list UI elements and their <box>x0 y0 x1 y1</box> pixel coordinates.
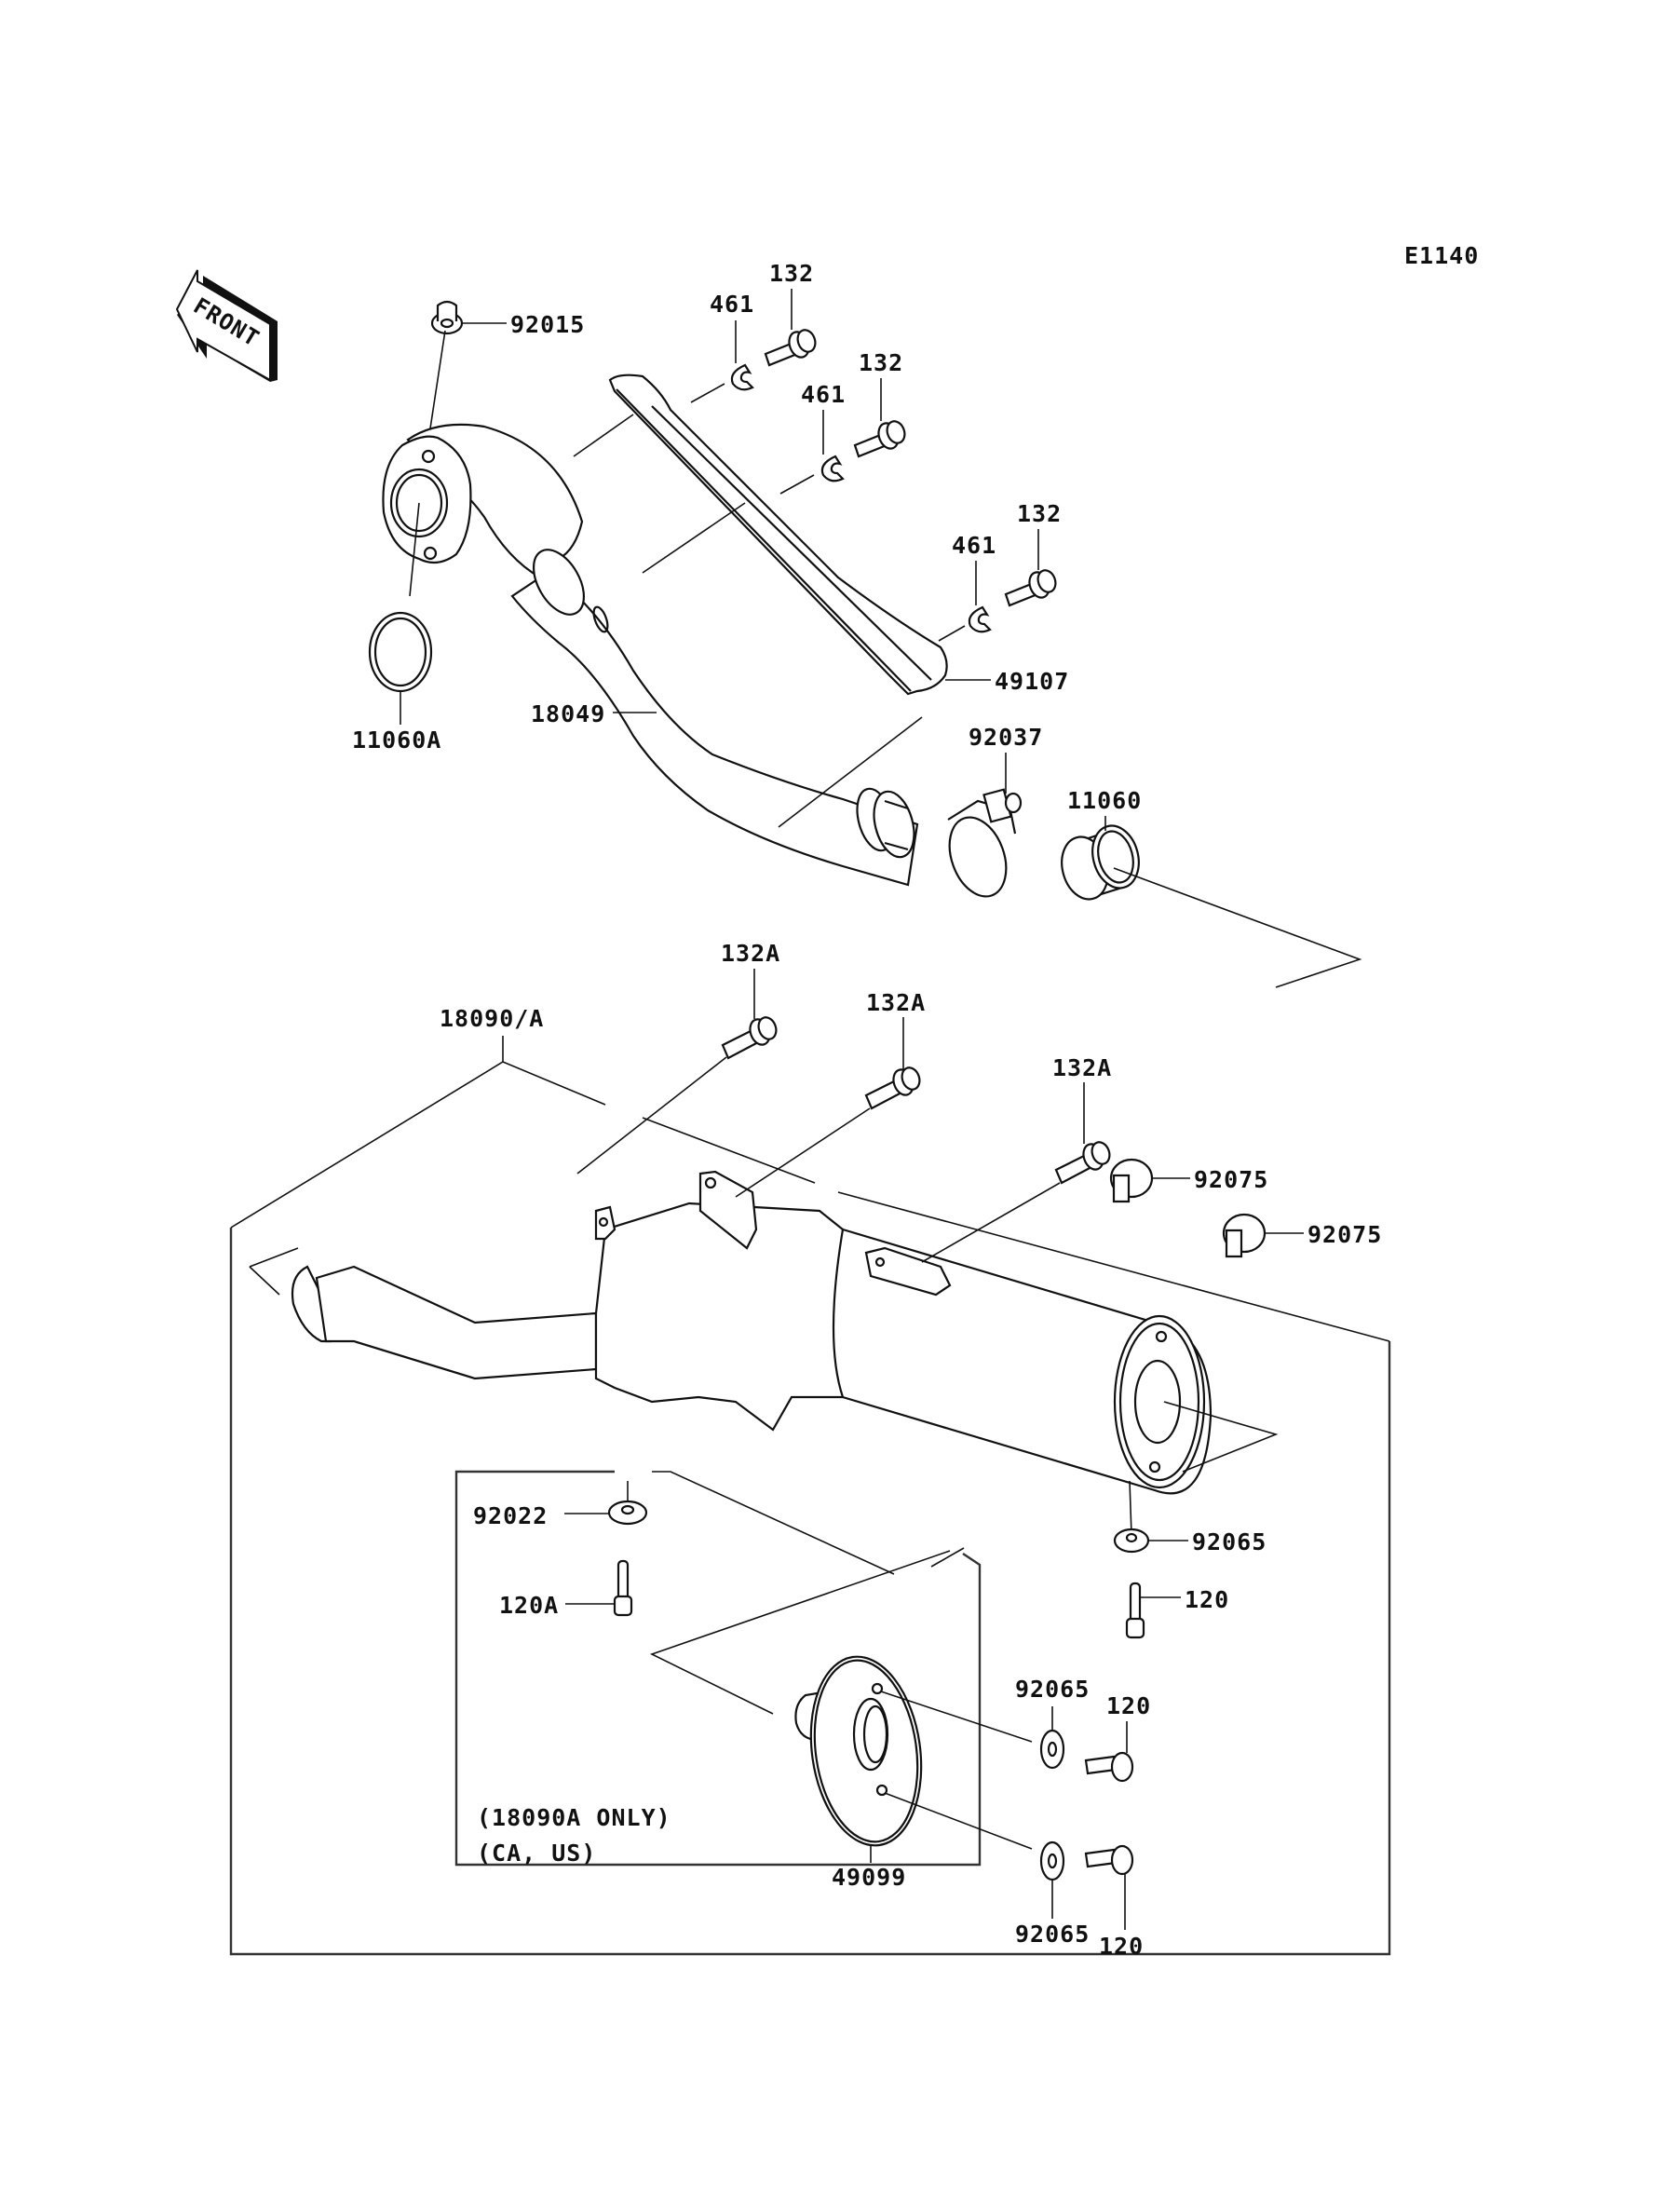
flange-nut-92015[interactable] <box>430 300 464 335</box>
bolt-132A-3[interactable] <box>1054 1140 1113 1185</box>
bolt-120-a[interactable] <box>1125 1582 1145 1639</box>
inner-frame-leader-b <box>930 1547 965 1568</box>
hole-leader-upper <box>880 1691 1033 1743</box>
part-label-120-b[interactable]: 120 <box>1106 1692 1151 1719</box>
part-label-120-c[interactable]: 120 <box>1099 1933 1144 1960</box>
gasket-11060[interactable] <box>1055 821 1145 904</box>
bolt-132-b[interactable] <box>853 419 908 458</box>
heat-guard-49107[interactable] <box>608 373 948 696</box>
bolt-132A-2[interactable] <box>864 1066 923 1110</box>
bolt-120A[interactable] <box>613 1559 633 1617</box>
hole-leader-lower <box>884 1792 1033 1850</box>
muffler-leader-right <box>837 1191 1390 1342</box>
gasket-11060-leader <box>1113 867 1362 988</box>
damper-92075-a[interactable] <box>1109 1158 1154 1203</box>
note-line-2: (CA, US) <box>477 1840 596 1867</box>
part-label-92065-b[interactable]: 92065 <box>1015 1676 1090 1703</box>
part-label-92065-c[interactable]: 92065 <box>1015 1921 1090 1948</box>
bolt-132A-2-line <box>735 1107 871 1198</box>
collar-link-a <box>690 383 725 403</box>
collar-link-b <box>779 474 815 495</box>
part-label-92037[interactable]: 92037 <box>969 724 1043 751</box>
part-label-461-b[interactable]: 461 <box>801 381 846 408</box>
part-label-92015[interactable]: 92015 <box>510 311 585 338</box>
washer-92022[interactable] <box>607 1500 648 1526</box>
bolt-132A-1-line <box>576 1056 727 1175</box>
inner-frame-leader <box>652 1471 895 1575</box>
muffler-leader-top <box>230 1061 606 1229</box>
part-label-92065-a[interactable]: 92065 <box>1192 1528 1267 1555</box>
front-arrow-icon: FRONT <box>175 269 278 382</box>
leader-gasket-line <box>409 502 420 597</box>
washer-92065-a-line <box>1129 1480 1132 1536</box>
part-label-120A[interactable]: 120A <box>499 1592 559 1619</box>
gasket-11060A[interactable] <box>368 611 433 693</box>
part-label-461-c[interactable]: 461 <box>952 532 996 559</box>
part-label-120-a[interactable]: 120 <box>1185 1586 1229 1613</box>
part-label-49099[interactable]: 49099 <box>832 1864 906 1891</box>
part-label-132-c[interactable]: 132 <box>1017 500 1062 527</box>
muffler-18090-A[interactable] <box>291 1170 1213 1495</box>
part-label-18090-A[interactable]: 18090/A <box>440 1005 544 1032</box>
part-label-132A-2[interactable]: 132A <box>866 989 926 1016</box>
muffler-leader-mid <box>642 1117 816 1184</box>
leader-92015-stud <box>429 330 446 429</box>
part-label-92075-a[interactable]: 92075 <box>1194 1166 1268 1193</box>
spark-arrester-group-frame <box>454 1470 982 1867</box>
muffler-end-leader <box>1163 1401 1279 1473</box>
bolt-120-c[interactable] <box>1084 1844 1134 1876</box>
washer-92065-a[interactable] <box>1113 1528 1150 1554</box>
exhaust-header-pipe-18049[interactable] <box>382 423 920 887</box>
bolt-132A-3-line <box>921 1182 1061 1263</box>
collar-461-a[interactable] <box>730 363 754 391</box>
part-label-92022[interactable]: 92022 <box>473 1502 548 1529</box>
part-label-92075-b[interactable]: 92075 <box>1307 1221 1382 1248</box>
part-label-461-a[interactable]: 461 <box>710 291 754 318</box>
part-label-18049[interactable]: 18049 <box>531 700 605 727</box>
guard-leader-b <box>642 502 746 574</box>
diagram-code: E1140 <box>1404 242 1479 269</box>
note-line-1: (18090A ONLY) <box>477 1804 671 1831</box>
guard-leader-c <box>778 716 923 828</box>
part-label-132A-3[interactable]: 132A <box>1052 1054 1112 1081</box>
spark-arrester-49099[interactable] <box>794 1650 932 1853</box>
part-label-49107[interactable]: 49107 <box>995 668 1069 695</box>
guard-leader-a <box>573 414 634 457</box>
part-label-11060[interactable]: 11060 <box>1067 787 1142 814</box>
collar-461-c[interactable] <box>968 605 992 633</box>
bolt-132-a[interactable] <box>764 328 819 367</box>
arrester-leader <box>649 1550 951 1715</box>
bolt-132-c[interactable] <box>1004 568 1059 607</box>
damper-92075-b[interactable] <box>1222 1213 1267 1258</box>
washer-92065-c[interactable] <box>1039 1840 1065 1881</box>
part-label-132-a[interactable]: 132 <box>769 260 814 287</box>
part-label-132-b[interactable]: 132 <box>859 349 903 376</box>
clamp-92037[interactable] <box>940 788 1023 904</box>
part-label-132A-1[interactable]: 132A <box>721 940 780 967</box>
part-label-11060A[interactable]: 11060A <box>352 727 441 754</box>
bolt-132A-1[interactable] <box>721 1015 779 1060</box>
muffler-leader-left <box>249 1247 299 1268</box>
collar-link-c <box>938 625 966 642</box>
muffler-leader-left-b <box>249 1266 280 1296</box>
bolt-120-b[interactable] <box>1084 1751 1134 1783</box>
washer-92065-b[interactable] <box>1039 1729 1065 1770</box>
muffler-group-frame <box>229 1228 1391 1956</box>
collar-461-b[interactable] <box>820 455 845 482</box>
